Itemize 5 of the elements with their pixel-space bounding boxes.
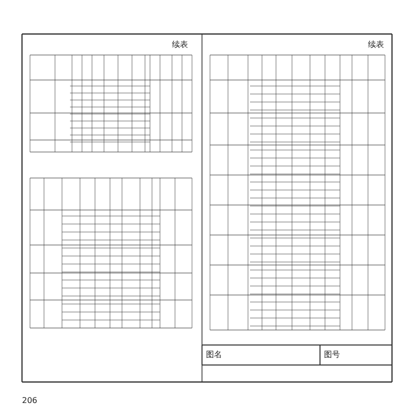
title-block-label: 图号	[324, 350, 340, 360]
table-heading: 续表	[172, 40, 188, 50]
table-heading: 续表	[368, 40, 384, 50]
page-number: 206	[22, 396, 38, 406]
title-block-label: 图名	[206, 350, 222, 360]
